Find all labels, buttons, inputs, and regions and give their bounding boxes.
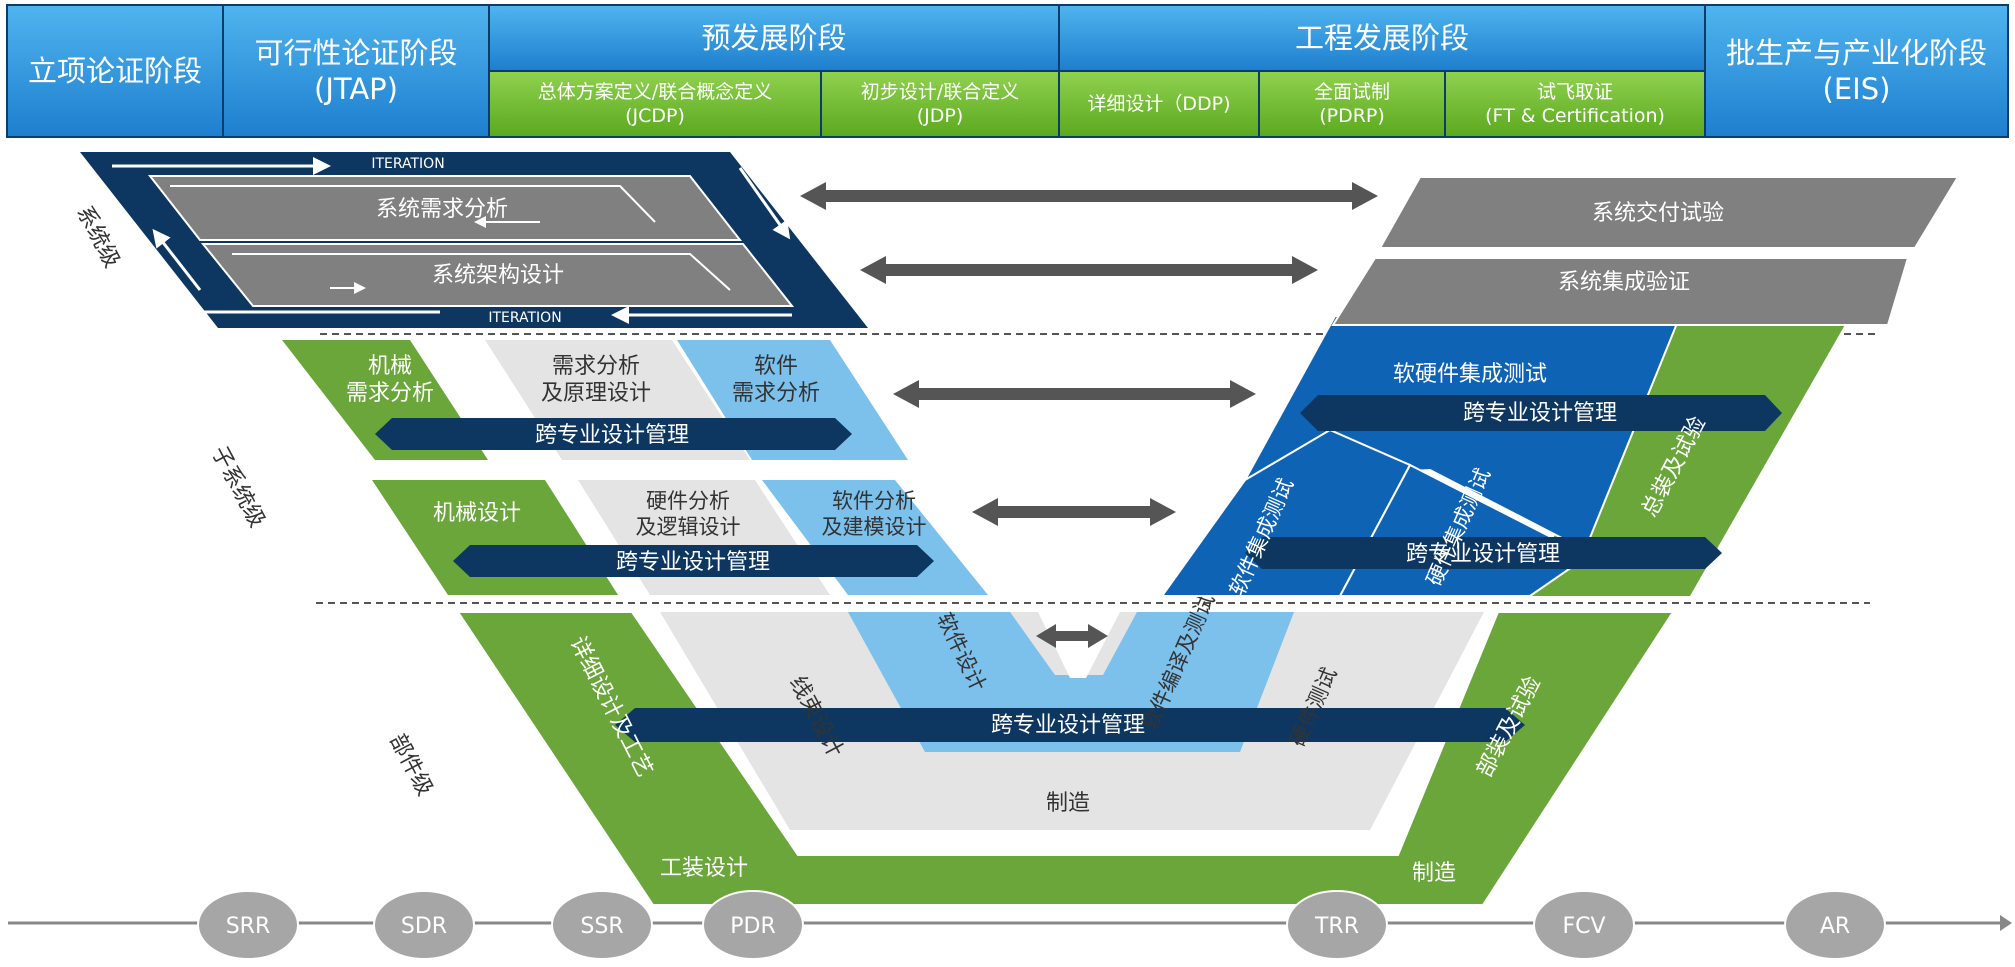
system-delivery-label: 系统交付试验 <box>1592 201 1724 226</box>
phase-concept-label: 立项论证阶段 <box>27 54 202 88</box>
timeline-arrowhead <box>2000 915 2012 931</box>
cross-mgmt-bar-2 <box>453 545 934 577</box>
inner-loop-arch <box>232 253 731 291</box>
iteration-label-bottom: ITERATION <box>488 310 561 326</box>
phase-jcdp-code: (JCDP) <box>625 105 685 127</box>
system-req-box <box>147 175 743 241</box>
component-green-v <box>456 611 1675 906</box>
double-arrow-5 <box>1036 624 1108 648</box>
cross-mgmt-bar-3 <box>1300 395 1782 431</box>
double-arrow-3 <box>893 380 1256 408</box>
milestone-pdr <box>702 890 804 960</box>
phase-feasibility-code: (JTAP) <box>314 72 398 106</box>
phase-predevelopment-label: 预发展阶段 <box>701 21 847 55</box>
level-subsystem-label: 子系统级 <box>206 442 269 531</box>
hw-logic-label-2: 及逻辑设计 <box>636 515 741 539</box>
phase-pdrp-code: (PDRP) <box>1319 105 1385 127</box>
phase-concept: 立项论证阶段 <box>6 4 224 138</box>
milestone-pdr-label: PDR <box>730 914 776 939</box>
software-req-label-2: 需求分析 <box>732 381 820 406</box>
phase-predevelopment: 预发展阶段 <box>488 4 1060 72</box>
phase-certification: 试飞取证 (FT & Certification) <box>1444 70 1706 138</box>
phase-jcdp-label: 总体方案定义/联合概念定义 <box>537 81 773 103</box>
phase-feasibility: 可行性论证阶段 (JTAP) <box>222 4 490 138</box>
software-model-label-1: 软件分析 <box>832 489 916 513</box>
milestone-sdr-label: SDR <box>401 914 447 939</box>
system-arch-box <box>200 243 795 307</box>
iteration-loop-left <box>138 259 440 314</box>
software-notch <box>1038 612 1120 678</box>
phase-jdp: 初步设计/联合定义 (JDP) <box>820 70 1060 138</box>
phase-production: 批生产与产业化阶段 (EIS) <box>1704 4 2009 138</box>
cross-mgmt-bar-4 <box>615 708 1525 742</box>
req-principle-label-2: 及原理设计 <box>541 381 651 406</box>
cross-mgmt-3-label: 跨专业设计管理 <box>1463 401 1617 426</box>
cross-mgmt-1-label: 跨专业设计管理 <box>535 423 689 448</box>
cross-mgmt-4b-label: 跨专业设计管理 <box>1406 542 1560 567</box>
tooling-label: 工装设计 <box>660 856 748 881</box>
milestone-group: SRR SDR SSR PDR TRR FCV AR <box>197 890 1886 960</box>
v-model-diagram: 跨专业设计管理 制造 工装设计 制造 详细设计及工艺 线束设计 软件设计 软件编… <box>8 152 2012 960</box>
assembly-green-box <box>1520 316 1850 596</box>
phase-jdp-code: (JDP) <box>916 105 964 127</box>
phase-pdrp: 全面试制 (PDRP) <box>1258 70 1446 138</box>
inner-loop-req <box>170 185 656 223</box>
phase-ddp-label: 详细设计（DDP) <box>1087 93 1231 115</box>
phase-jcdp: 总体方案定义/联合概念定义 (JCDP) <box>488 70 822 138</box>
mech-design-label: 机械设计 <box>433 501 521 526</box>
mech-req-label-1: 机械 <box>368 354 412 379</box>
level-system-label: 系统级 <box>71 202 124 272</box>
phase-production-label: 批生产与产业化阶段 <box>1725 36 1987 70</box>
phase-jdp-label: 初步设计/联合定义 <box>860 81 1020 103</box>
milestone-ar <box>1784 890 1886 960</box>
phase-certification-code: (FT & Certification) <box>1485 105 1665 127</box>
milestone-ssr <box>551 890 653 960</box>
iteration-label-top: ITERATION <box>371 156 444 172</box>
phase-engineering: 工程发展阶段 <box>1058 4 1706 72</box>
hw-sw-integration-label: 软硬件集成测试 <box>1393 362 1547 387</box>
cross-mgmt-bar-1 <box>375 418 852 450</box>
milestone-ssr-label: SSR <box>580 914 623 939</box>
milestone-ar-label: AR <box>1820 914 1850 939</box>
milestone-trr <box>1286 890 1388 960</box>
phase-ddp: 详细设计（DDP) <box>1058 70 1260 138</box>
double-arrow-4 <box>972 498 1176 526</box>
cross-mgmt-2-label: 跨专业设计管理 <box>616 550 770 575</box>
system-delivery-box <box>1378 176 1960 249</box>
manufacture-outer-label: 制造 <box>1412 861 1456 886</box>
hw-logic-label-1: 硬件分析 <box>646 489 730 513</box>
milestone-srr <box>197 890 299 960</box>
phase-production-code: (EIS) <box>1822 72 1891 106</box>
double-arrow-1 <box>800 182 1378 210</box>
iteration-arrow-left <box>152 228 202 291</box>
system-req-label: 系统需求分析 <box>376 197 508 222</box>
software-model-label-2: 及建模设计 <box>822 515 927 539</box>
phase-engineering-label: 工程发展阶段 <box>1294 21 1469 55</box>
double-arrow-2 <box>860 256 1318 284</box>
software-model-box <box>762 480 988 595</box>
system-integration-box <box>1331 257 1910 326</box>
cross-mgmt-bar-3b <box>1245 537 1722 569</box>
cross-mgmt-4-label: 跨专业设计管理 <box>991 713 1145 738</box>
milestone-sdr <box>373 890 475 960</box>
phase-certification-label: 试飞取证 <box>1536 81 1613 103</box>
mech-design-box <box>372 480 618 595</box>
milestone-fcv-label: FCV <box>1562 914 1605 939</box>
milestone-srr-label: SRR <box>226 914 271 939</box>
system-integration-label: 系统集成验证 <box>1558 270 1690 295</box>
level-component-label: 部件级 <box>384 730 437 800</box>
milestone-fcv <box>1533 890 1635 960</box>
milestone-trr-label: TRR <box>1314 914 1359 939</box>
verification-arrows <box>800 182 1378 648</box>
mech-req-label-2: 需求分析 <box>346 381 434 406</box>
phase-pdrp-label: 全面试制 <box>1313 81 1390 103</box>
iteration-arrow-right <box>738 167 791 240</box>
req-principle-label-1: 需求分析 <box>552 354 640 379</box>
manufacture-inner-label: 制造 <box>1046 791 1090 816</box>
software-req-label-1: 软件 <box>754 354 798 379</box>
phase-feasibility-label: 可行性论证阶段 <box>254 36 458 70</box>
system-arch-label: 系统架构设计 <box>432 263 564 288</box>
